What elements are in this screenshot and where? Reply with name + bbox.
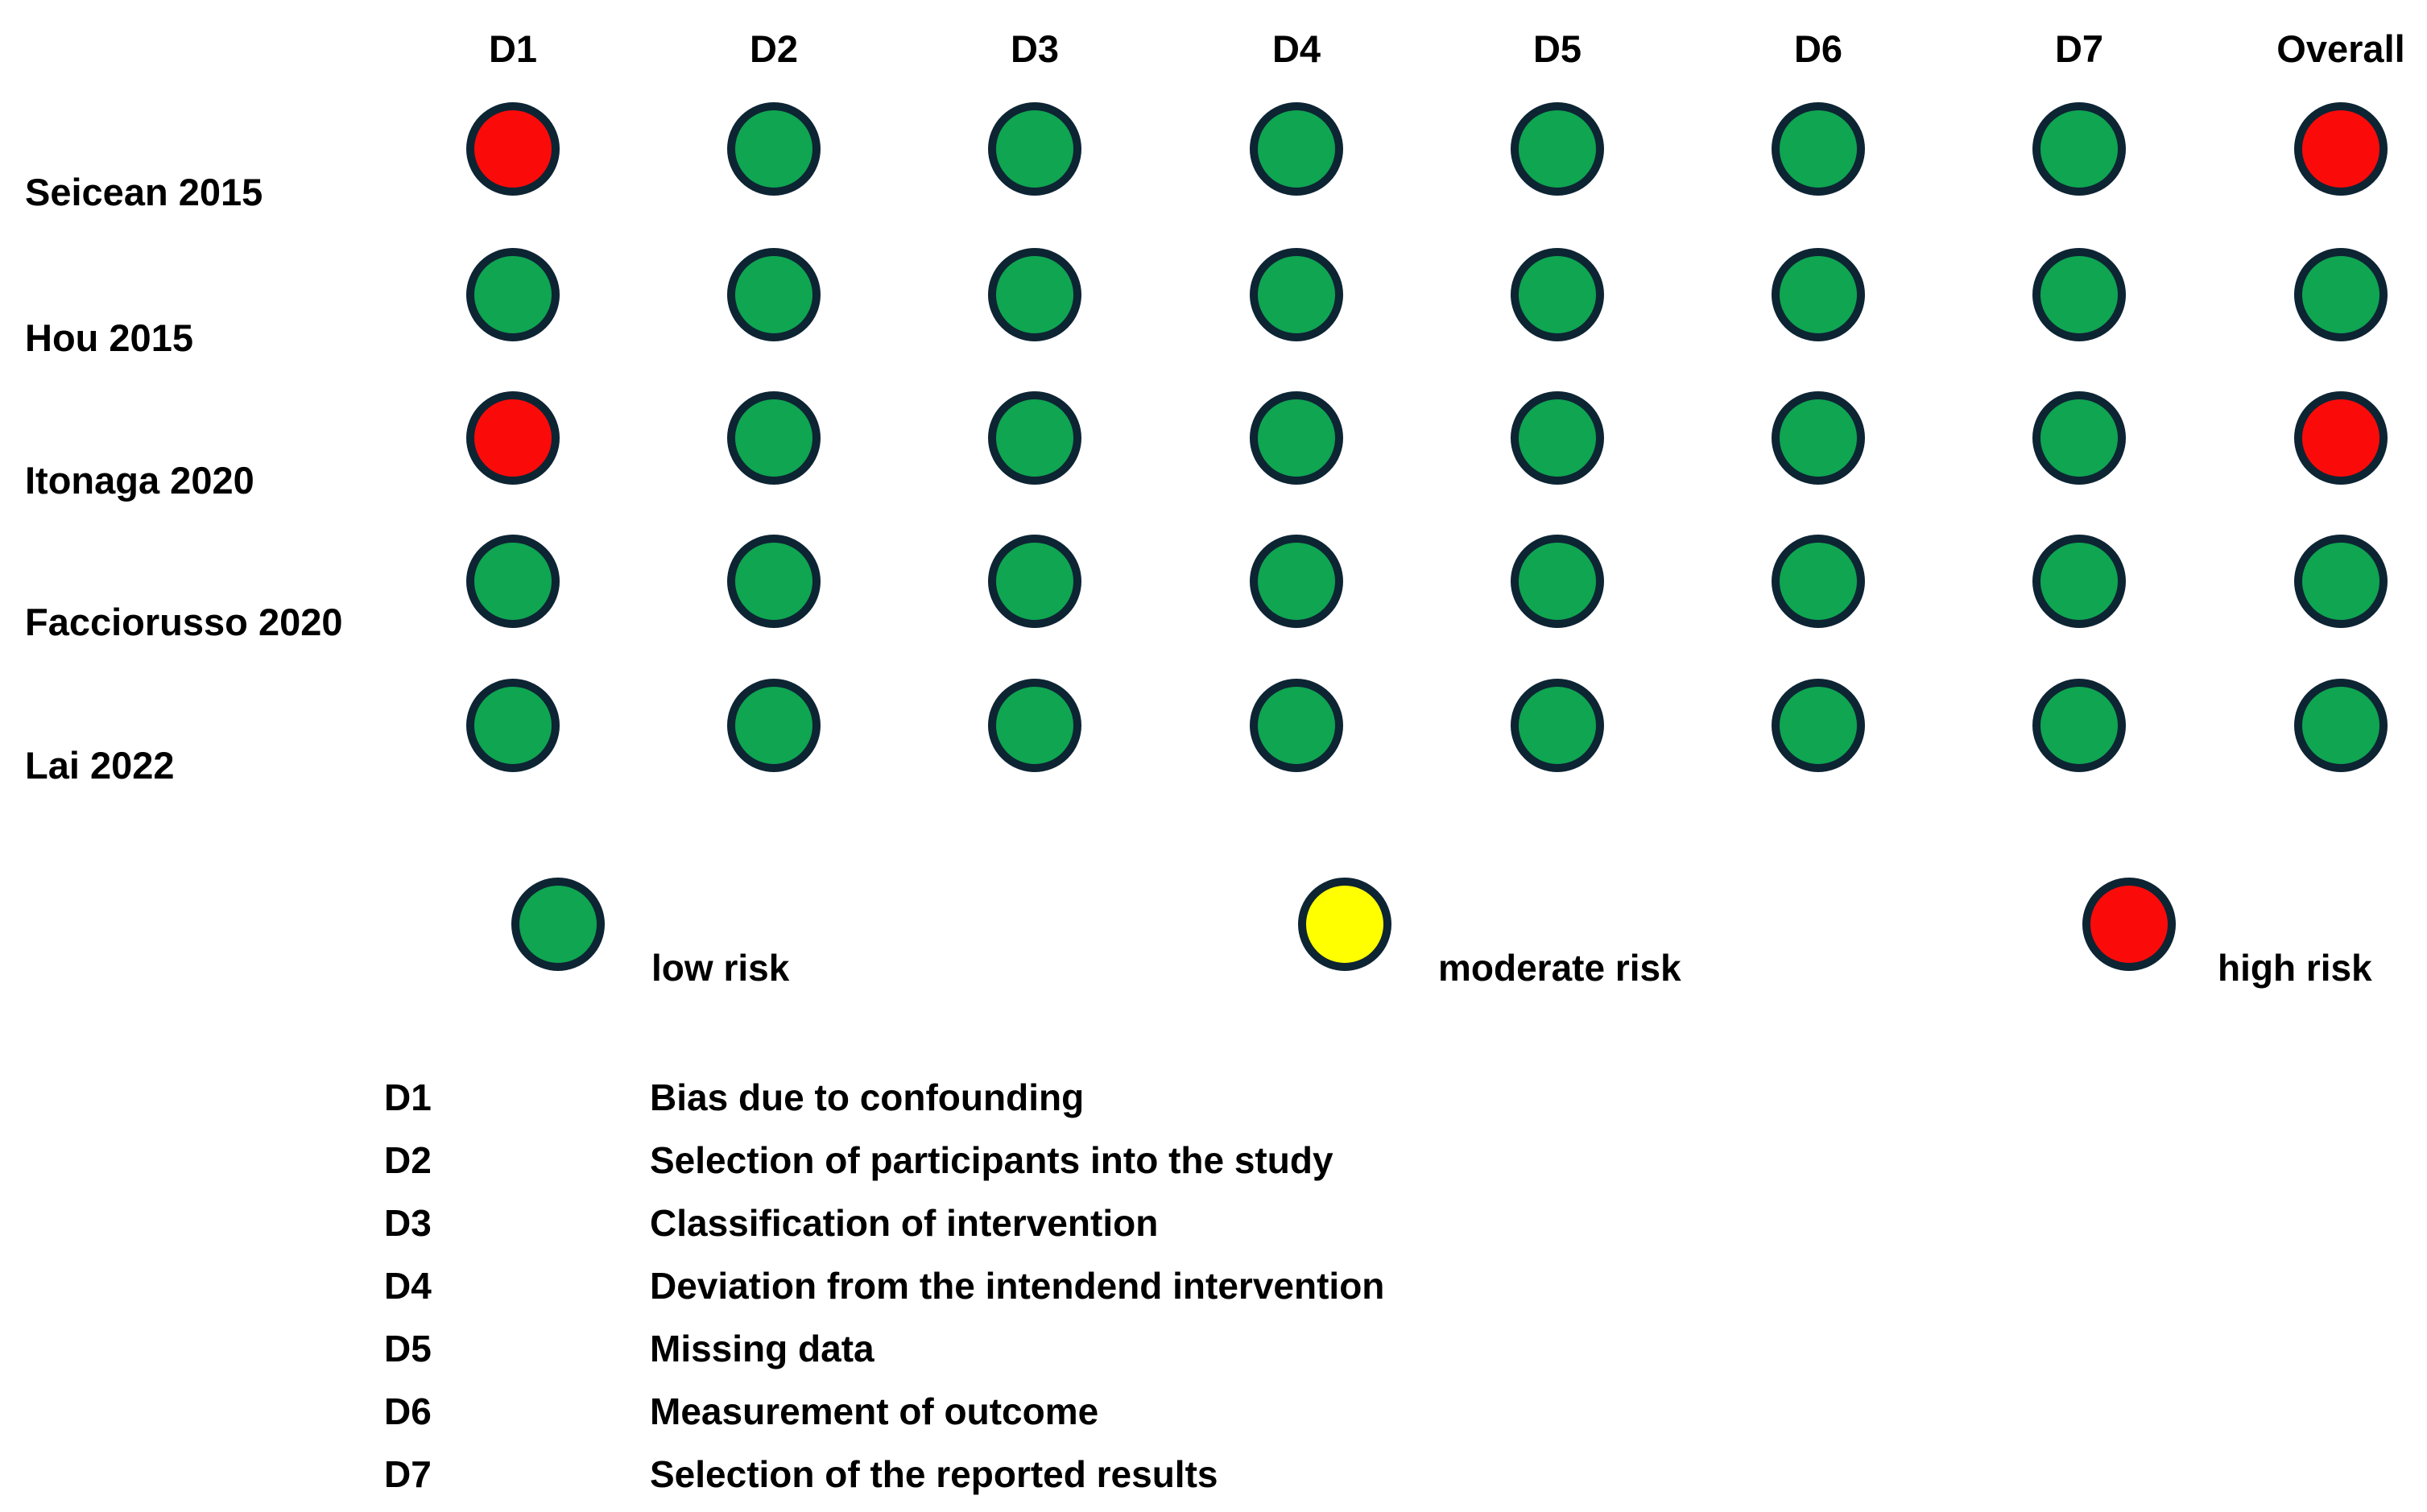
column-header-d5: D5 <box>1532 27 1582 70</box>
judgement-dot-high-risk <box>2294 391 2388 485</box>
legend-circle-moderate-risk <box>1298 878 1391 971</box>
judgement-dot-low-risk <box>2032 391 2126 485</box>
definition-text-d3: Classification of intervention <box>650 1202 1159 1244</box>
judgement-dot-low-risk <box>2294 535 2388 628</box>
judgement-dot-low-risk <box>1772 102 1865 196</box>
judgement-dot-low-risk <box>1511 391 1604 485</box>
judgement-dot-low-risk <box>988 248 1081 341</box>
legend-label-moderate-risk: moderate risk <box>1438 947 1681 989</box>
column-header-d7: D7 <box>2054 27 2104 70</box>
definition-code-d3: D3 <box>384 1202 432 1244</box>
definition-code-d7: D7 <box>384 1453 432 1495</box>
definition-text-d5: Missing data <box>650 1328 874 1369</box>
judgement-dot-low-risk <box>2294 679 2388 772</box>
definition-text-d2: Selection of participants into the study <box>650 1139 1333 1181</box>
column-header-d2: D2 <box>749 27 799 70</box>
judgement-dot-low-risk <box>1511 102 1604 196</box>
judgement-dot-low-risk <box>1511 248 1604 341</box>
legend-label-low-risk: low risk <box>651 947 790 989</box>
study-label: Facciorusso 2020 <box>25 601 343 643</box>
judgement-dot-low-risk <box>1772 535 1865 628</box>
definition-code-d6: D6 <box>384 1390 432 1432</box>
judgement-dot-low-risk <box>1511 535 1604 628</box>
judgement-dot-high-risk <box>2294 102 2388 196</box>
judgement-dot-low-risk <box>988 391 1081 485</box>
judgement-dot-low-risk <box>1250 102 1343 196</box>
judgement-dot-low-risk <box>1772 679 1865 772</box>
definition-text-d1: Bias due to confounding <box>650 1076 1085 1118</box>
definition-code-d5: D5 <box>384 1328 432 1369</box>
judgement-dot-low-risk <box>727 391 821 485</box>
definition-code-d2: D2 <box>384 1139 432 1181</box>
judgement-dot-low-risk <box>727 679 821 772</box>
judgement-dot-low-risk <box>1250 391 1343 485</box>
definition-code-d4: D4 <box>384 1265 432 1307</box>
study-label: Hou 2015 <box>25 316 193 359</box>
definition-text-d7: Selection of the reported results <box>650 1453 1218 1495</box>
judgement-dot-low-risk <box>1250 248 1343 341</box>
judgement-dot-low-risk <box>988 535 1081 628</box>
judgement-dot-low-risk <box>1772 391 1865 485</box>
judgement-dot-low-risk <box>988 102 1081 196</box>
study-label: Seicean 2015 <box>25 171 263 213</box>
judgement-dot-low-risk <box>1772 248 1865 341</box>
column-header-overall: Overall <box>2276 27 2405 70</box>
judgement-dot-low-risk <box>1511 679 1604 772</box>
definition-text-d6: Measurement of outcome <box>650 1390 1099 1432</box>
judgement-dot-low-risk <box>1250 679 1343 772</box>
judgement-dot-low-risk <box>2032 248 2126 341</box>
column-header-d6: D6 <box>1793 27 1843 70</box>
judgement-dot-low-risk <box>988 679 1081 772</box>
legend-circle-low-risk <box>511 878 605 971</box>
legend-circle-high-risk <box>2082 878 2176 971</box>
judgement-dot-low-risk <box>727 102 821 196</box>
definition-text-d4: Deviation from the intendend interventio… <box>650 1265 1385 1307</box>
judgement-dot-low-risk <box>1250 535 1343 628</box>
definition-code-d1: D1 <box>384 1076 432 1118</box>
judgement-dot-low-risk <box>466 248 560 341</box>
judgement-dot-low-risk <box>466 535 560 628</box>
judgement-dot-high-risk <box>466 391 560 485</box>
judgement-dot-low-risk <box>727 248 821 341</box>
judgement-dot-low-risk <box>2032 102 2126 196</box>
judgement-dot-low-risk <box>466 679 560 772</box>
column-header-d1: D1 <box>488 27 538 70</box>
judgement-dot-low-risk <box>727 535 821 628</box>
judgement-dot-low-risk <box>2294 248 2388 341</box>
judgement-dot-low-risk <box>2032 679 2126 772</box>
column-header-d3: D3 <box>1010 27 1060 70</box>
column-header-d4: D4 <box>1271 27 1321 70</box>
study-label: Itonaga 2020 <box>25 459 254 502</box>
judgement-dot-low-risk <box>2032 535 2126 628</box>
legend-label-high-risk: high risk <box>2218 947 2372 989</box>
study-label: Lai 2022 <box>25 744 175 787</box>
judgement-dot-high-risk <box>466 102 560 196</box>
